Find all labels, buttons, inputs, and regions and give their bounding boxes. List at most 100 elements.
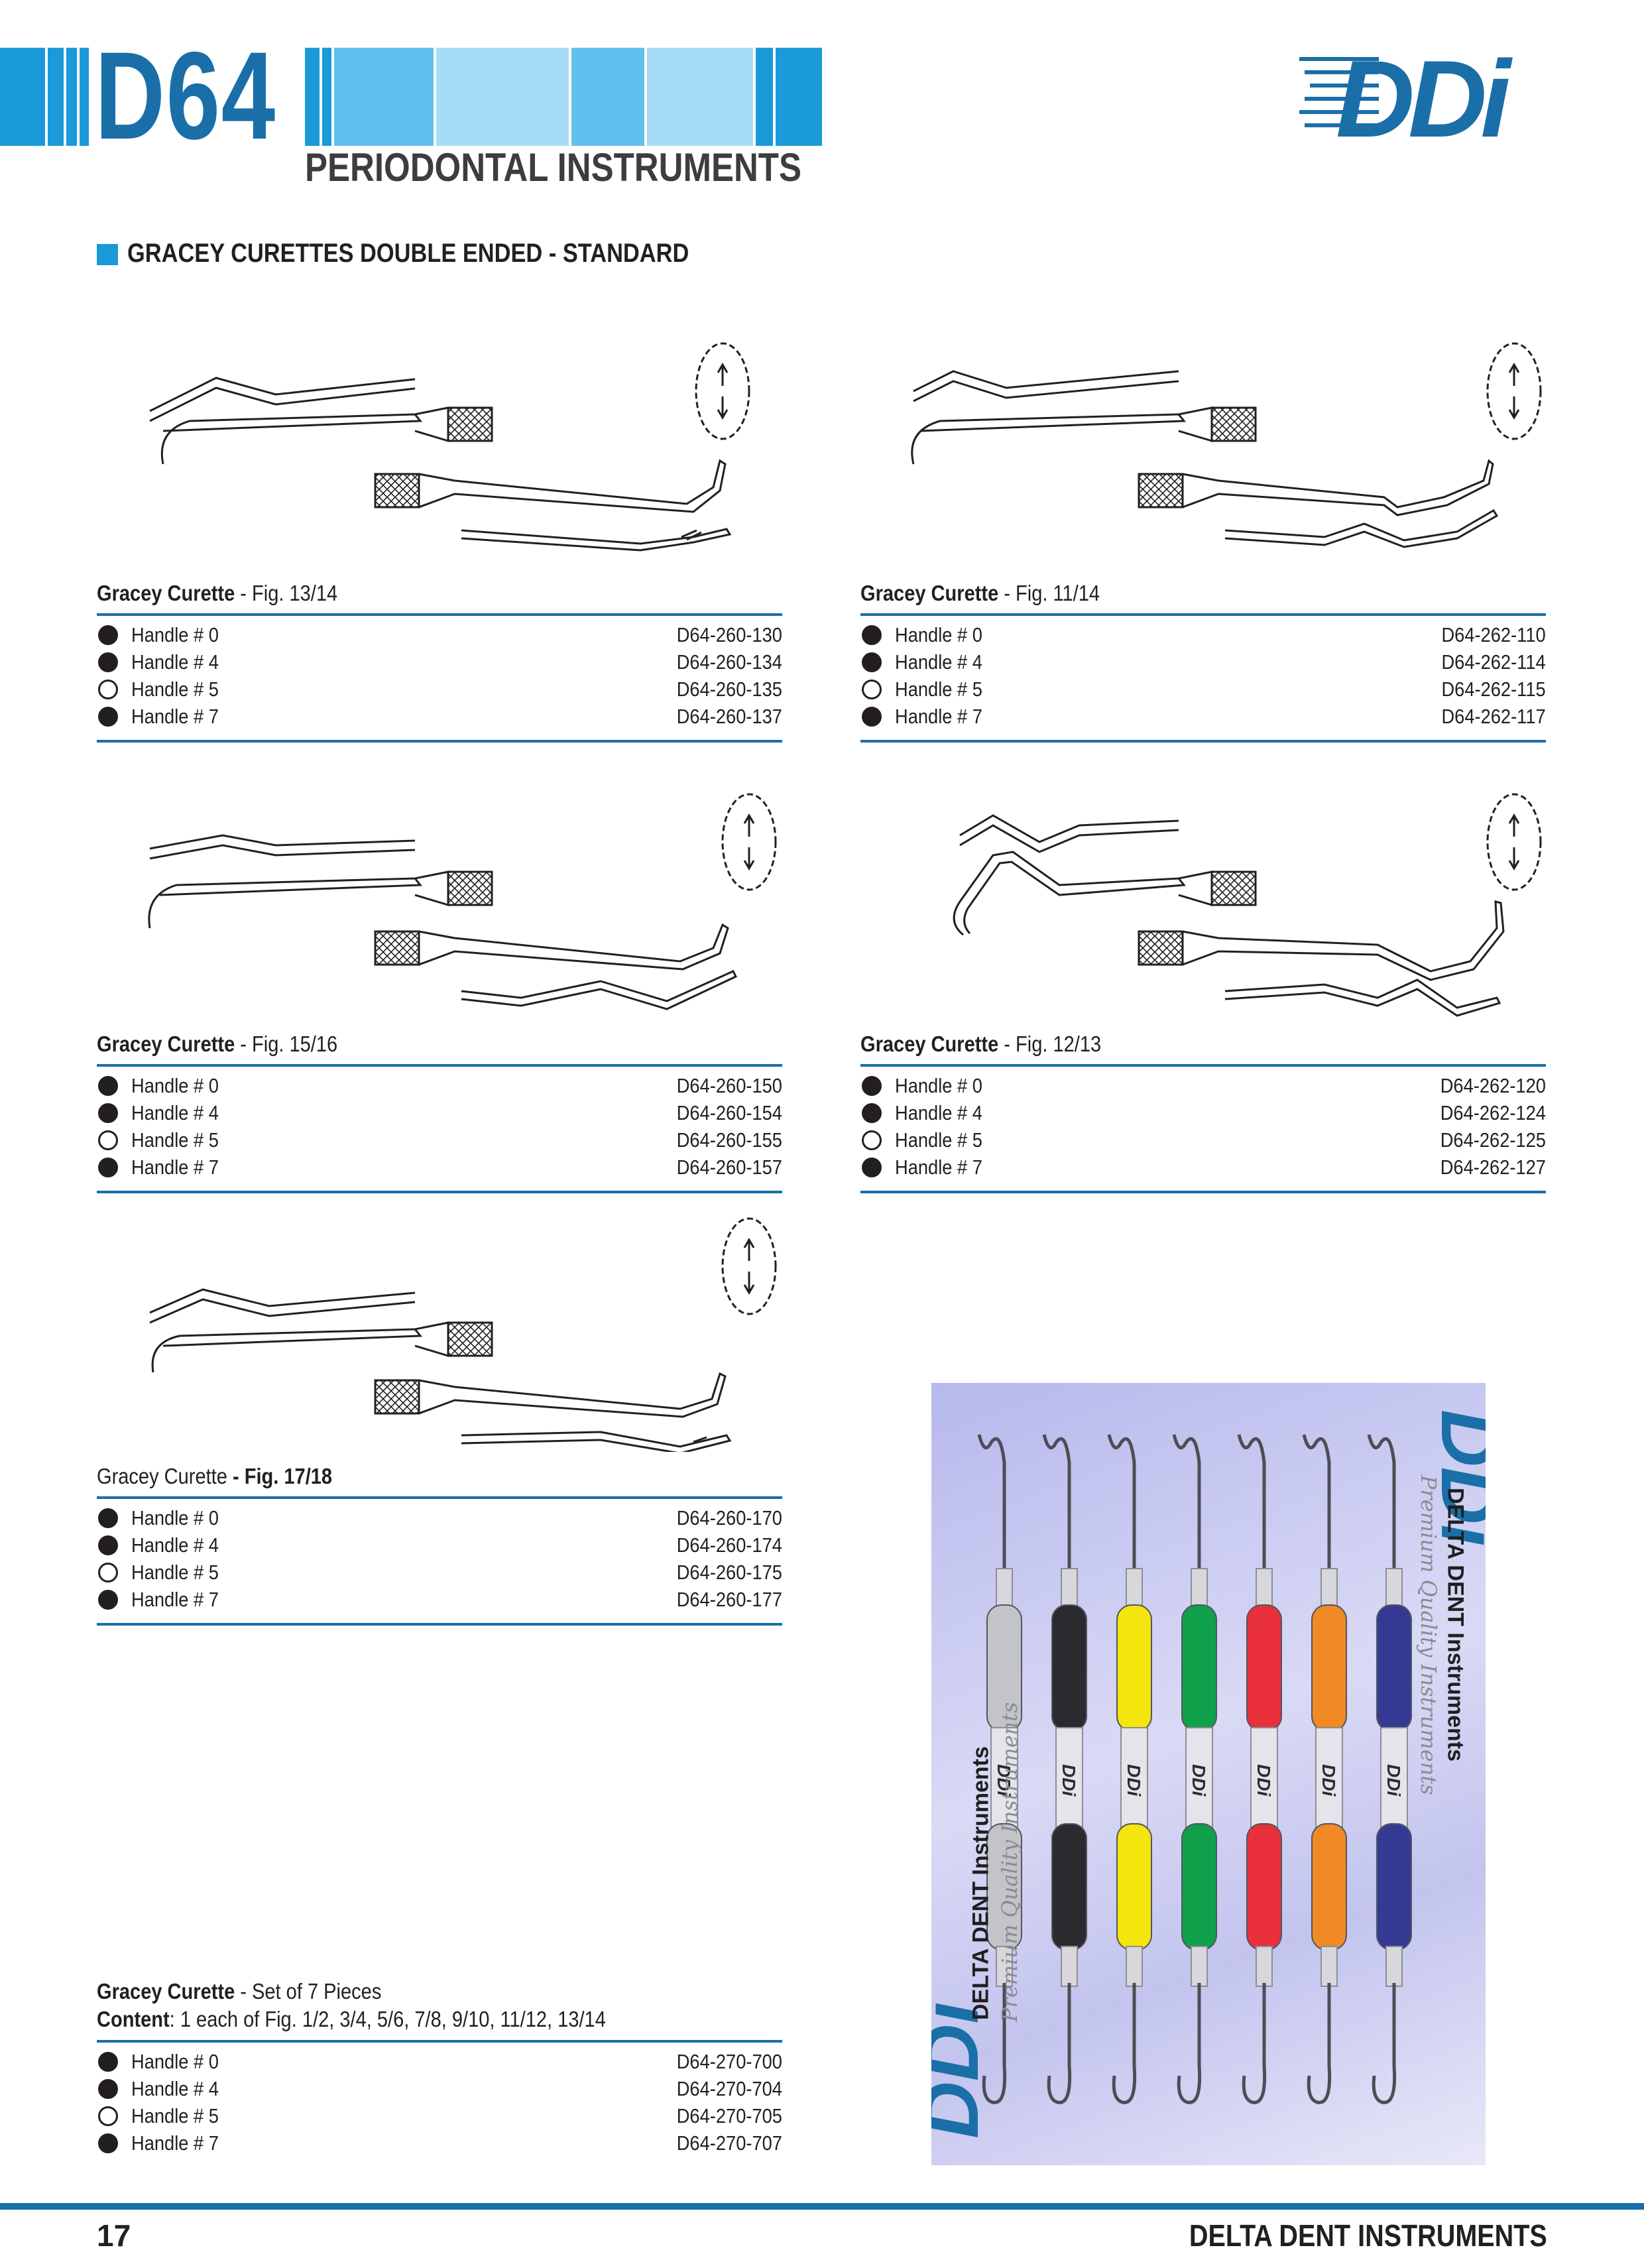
handle-marker <box>98 1535 118 1555</box>
handle-marker <box>98 680 118 699</box>
photo-brand-left: DELTA DENT Instruments <box>968 1746 994 2021</box>
caption-rule <box>97 613 782 616</box>
svg-text:DDi: DDi <box>1124 1764 1144 1797</box>
arch-diagram-icon <box>695 342 750 440</box>
svg-text:DDi: DDi <box>1336 44 1513 150</box>
product-caption: Gracey Curette - Fig. 17/18 <box>97 1464 333 1488</box>
handle-marker <box>98 1130 118 1150</box>
catalog-code: D64 <box>93 33 280 158</box>
product-caption: Gracey Curette - Set of 7 Pieces <box>97 1979 382 2003</box>
svg-text:DDi: DDi <box>1189 1764 1209 1797</box>
photo-logo-top: DDi <box>1425 1409 1486 1548</box>
handle-marker <box>98 1103 118 1123</box>
handle-marker <box>98 2106 118 2126</box>
handle-marker <box>862 652 882 672</box>
handle-marker <box>862 707 882 727</box>
list-rule <box>860 740 1546 743</box>
section-title: GRACEY CURETTES DOUBLE ENDED - STANDARD <box>127 239 689 268</box>
photo-curette: DDi <box>1172 1434 1217 2104</box>
header-color-strip <box>0 48 822 146</box>
instrument-drawing <box>953 793 1542 1017</box>
svg-text:DDi: DDi <box>1254 1764 1274 1797</box>
list-rule <box>860 1191 1546 1193</box>
svg-text:DDi: DDi <box>1383 1764 1404 1797</box>
photo-curette: DDi <box>1042 1434 1087 2104</box>
caption-rule <box>97 1496 782 1499</box>
photo-curette: DDi <box>1302 1434 1347 2104</box>
handle-marker <box>98 2133 118 2153</box>
handle-marker <box>98 1158 118 1177</box>
caption-rule <box>860 1064 1546 1067</box>
footer-brand: DELTA DENT INSTRUMENTS <box>1189 2218 1547 2253</box>
handle-marker <box>98 1508 118 1528</box>
arch-diagram-icon <box>721 793 777 891</box>
list-rule <box>97 1623 782 1626</box>
page-title: PERIODONTAL INSTRUMENTS <box>305 145 801 190</box>
product-caption: Gracey Curette - Fig. 12/13 <box>860 1032 1102 1056</box>
handle-marker <box>98 2079 118 2099</box>
svg-text:DDi: DDi <box>1319 1764 1339 1797</box>
arch-diagram-icon <box>1486 342 1542 440</box>
handle-marker <box>98 2052 118 2072</box>
section-bullet <box>97 244 118 265</box>
product-content-line: Content: 1 each of Fig. 1/2, 3/4, 5/6, 7… <box>97 2007 606 2031</box>
handle-marker <box>98 1590 118 1610</box>
svg-text:DDi: DDi <box>1425 1409 1486 1548</box>
handle-marker <box>862 1158 882 1177</box>
instrument-drawing <box>148 793 777 1010</box>
list-rule <box>97 1191 782 1193</box>
photo-tagline-right: Premium Quality Instruments <box>1416 1475 1441 1795</box>
handle-marker <box>862 1103 882 1123</box>
caption-rule <box>97 2040 782 2043</box>
product-caption: Gracey Curette - Fig. 15/16 <box>97 1032 338 1056</box>
svg-text:DDi: DDi <box>1059 1764 1079 1797</box>
product-caption: Gracey Curette - Fig. 13/14 <box>97 581 338 605</box>
photo-tagline-left: Premium Quality Instruments <box>997 1702 1022 2022</box>
instrument-drawing <box>149 1217 777 1452</box>
arch-diagram-icon <box>721 1217 777 1315</box>
handle-marker <box>98 625 118 645</box>
photo-brand-right: DELTA DENT Instruments <box>1442 1487 1468 1762</box>
handle-marker <box>98 1076 118 1096</box>
instrument-drawing <box>149 342 750 552</box>
photo-curette: DDi <box>1237 1434 1282 2104</box>
arch-diagram-icon <box>1486 793 1542 891</box>
page-number: 17 <box>97 2218 131 2253</box>
handle-marker <box>98 707 118 727</box>
footer-rule <box>0 2203 1644 2210</box>
handle-marker <box>862 680 882 699</box>
product-caption: Gracey Curette - Fig. 11/14 <box>860 581 1100 605</box>
handle-marker <box>98 1563 118 1582</box>
svg-text:DDi: DDi <box>994 1764 1014 1797</box>
handle-marker <box>862 1076 882 1096</box>
handle-marker <box>98 652 118 672</box>
photo-curette: DDi <box>1107 1434 1152 2104</box>
list-rule <box>97 740 782 743</box>
